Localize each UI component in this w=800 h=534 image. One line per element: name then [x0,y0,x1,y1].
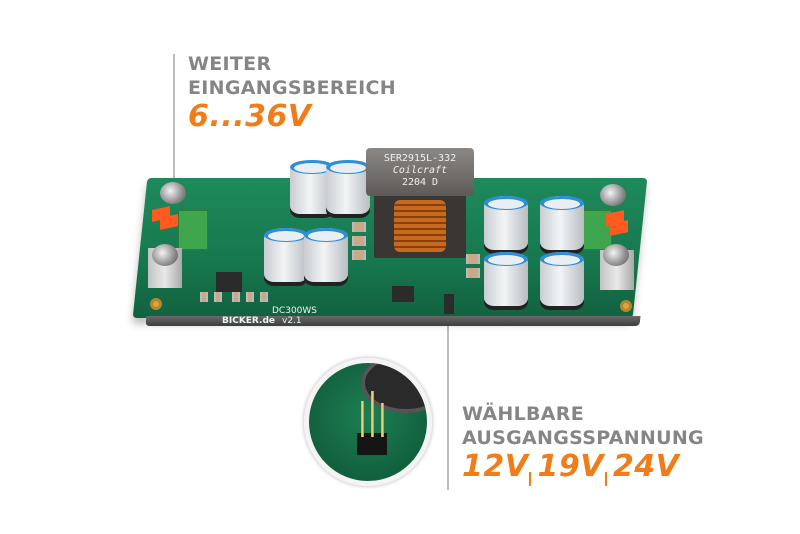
version-silkscreen: v2.1 [282,316,302,326]
model-silkscreen: DC300WS [272,306,318,316]
header-pin [381,403,384,437]
smd-inductor [466,254,480,264]
capacitor [484,196,528,250]
inductor-brand: Coilcraft [392,165,448,176]
capacitor [484,252,528,306]
capacitor [264,228,308,282]
output-heading-line1: WÄHLBARE [462,403,585,425]
input-screw-top [160,182,186,204]
smd-inductor [352,236,366,246]
header-pin [361,401,364,437]
transistor [216,272,242,292]
inductor-label: SER2915L-332 Coilcraft 2204 D [366,148,474,196]
capacitor [326,160,370,214]
capacitor [540,196,584,250]
smd-component [214,292,222,302]
output-option-24v: 24V [612,449,680,484]
smd-inductor [352,222,366,232]
smd-component [260,292,268,302]
input-leader-line [173,54,175,182]
pin-header-detail [357,433,387,455]
smd-component [232,292,240,302]
input-terminal-block [178,210,208,250]
pcb-board-edge [145,316,641,326]
output-option-12v: 12V [462,449,529,484]
separator-tick [529,472,532,486]
header-pin [371,391,374,437]
brand-silkscreen: BICKER.de [222,316,275,326]
inductor-part-number: SER2915L-332 [383,153,457,164]
smd-inductor [466,268,480,278]
smd-inductor [352,250,366,260]
output-option-19v: 19V [537,449,604,484]
mounting-hole [620,300,632,312]
inductor: SER2915L-332 Coilcraft 2204 D [366,148,474,258]
input-screw-bottom [152,244,178,266]
header-jumper [444,294,454,314]
inductor-date-code: 2204 D [401,177,439,188]
capacitor [540,252,584,306]
output-screw-top [600,184,626,206]
ic-chip [392,286,414,302]
output-heading-line2: AUSGANGSSPANNUNG [462,427,704,449]
separator-tick [604,472,607,486]
jumper-detail-inset [304,358,432,486]
output-leader-line [447,314,449,490]
input-heading-line2: EINGANGSBEREICH [188,77,396,99]
inductor-coil [394,200,446,252]
smd-component [200,292,208,302]
input-heading-line1: WEITER [188,53,272,75]
capacitor [304,228,348,282]
input-range-callout: WEITER EINGANGSBEREICH 6...36V [188,52,396,134]
input-voltage-range: 6...36V [188,99,312,134]
smd-component [246,292,254,302]
mounting-hole [150,298,162,310]
inductor-detail [361,363,427,413]
output-screw-bottom [603,244,629,266]
